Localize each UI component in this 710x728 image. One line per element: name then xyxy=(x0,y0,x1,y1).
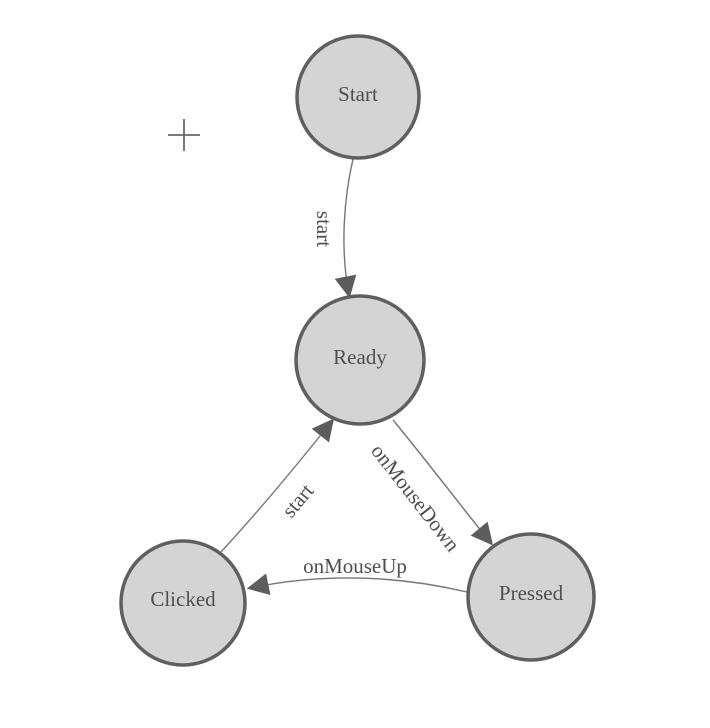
state-node-clicked[interactable]: Clicked xyxy=(119,539,247,667)
state-circle-clicked[interactable] xyxy=(119,539,247,667)
state-circle-start[interactable] xyxy=(295,34,421,160)
transition-label: start xyxy=(312,211,336,247)
state-node-ready[interactable]: Ready xyxy=(294,294,426,426)
transition-label: onMouseDown xyxy=(366,439,465,556)
transition-pressed-to-clicked[interactable]: onMouseUp xyxy=(246,554,468,595)
state-node-start[interactable]: Start xyxy=(295,34,421,160)
state-label-clicked: Clicked xyxy=(150,587,216,611)
transition-start-to-ready[interactable]: start xyxy=(312,158,357,299)
transition-label: start xyxy=(277,479,319,522)
transition-ready-to-pressed[interactable]: onMouseDown xyxy=(366,419,494,556)
transition-path-clicked-to-ready[interactable] xyxy=(219,418,335,554)
state-label-pressed: Pressed xyxy=(499,581,564,605)
state-label-start: Start xyxy=(338,82,378,106)
transition-label: onMouseUp xyxy=(303,554,407,578)
state-node-pressed[interactable]: Pressed xyxy=(466,532,596,662)
transition-path-ready-to-pressed[interactable] xyxy=(392,419,494,546)
state-circle-pressed[interactable] xyxy=(466,532,596,662)
plus-marker-icon[interactable] xyxy=(168,119,200,151)
nodes-layer: Start Ready Clicked Pressed xyxy=(119,34,596,667)
transition-path-start-to-ready[interactable] xyxy=(334,158,357,299)
transition-clicked-to-ready[interactable]: start xyxy=(219,418,335,554)
state-label-ready: Ready xyxy=(333,345,387,369)
transition-path-pressed-to-clicked[interactable] xyxy=(246,573,468,595)
state-circle-ready[interactable] xyxy=(294,294,426,426)
